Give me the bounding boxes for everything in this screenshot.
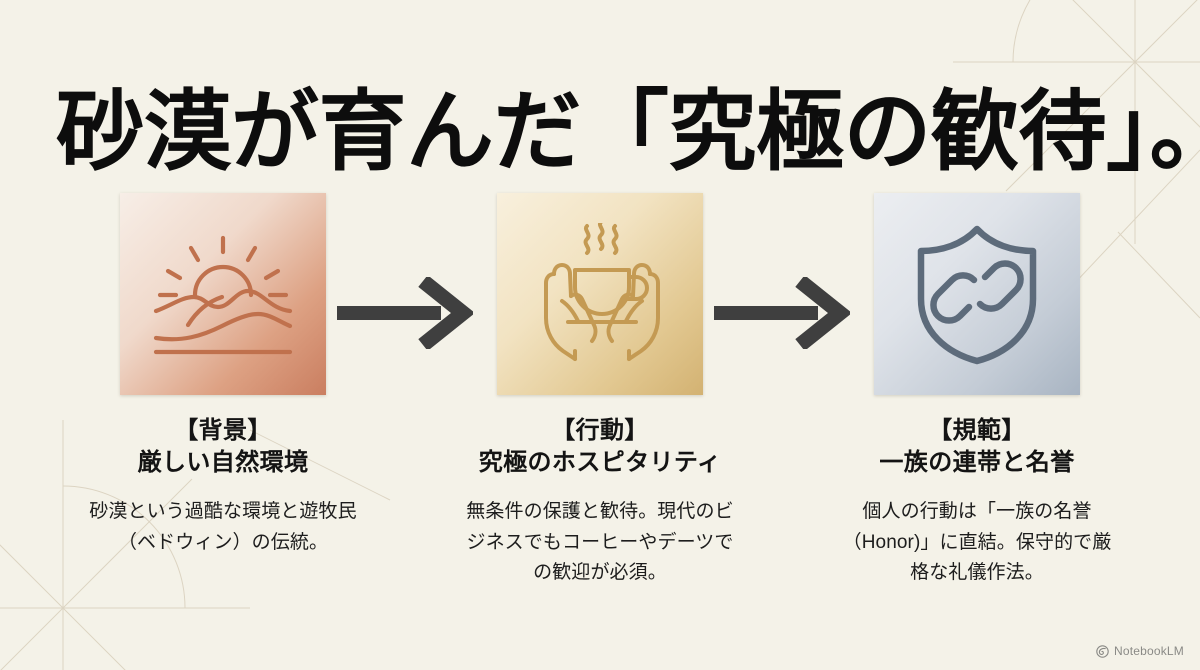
step-caption: 【背景】 厳しい自然環境 砂漠という過酷な環境と遊牧民（ベドウィン）の伝統。 xyxy=(73,415,373,558)
notebooklm-spiral-icon xyxy=(1096,644,1109,658)
shield-chain-link-icon xyxy=(874,193,1080,395)
step-caption: 【規範】 一族の連帯と名誉 個人の行動は「一族の名誉（Honor)」に直結。保守… xyxy=(827,415,1127,589)
arrow-right-icon xyxy=(714,275,853,351)
step-card-background xyxy=(497,193,703,395)
desert-sunrise-icon xyxy=(120,193,326,395)
notebooklm-watermark: NotebookLM xyxy=(1096,644,1184,658)
flow-diagram xyxy=(0,180,1200,410)
step-headline: 厳しい自然環境 xyxy=(137,448,309,476)
step-caption: 【行動】 究極のホスピタリティ 無条件の保護と歓待。現代のビジネスでもコーヒーや… xyxy=(450,415,750,589)
page-title: 砂漠が育んだ「究極の歓待」。 xyxy=(56,84,1200,182)
arrow-right-icon xyxy=(337,275,476,351)
step-kicker: 【行動】 xyxy=(551,417,649,444)
hands-holding-coffee-cup-icon xyxy=(497,193,703,395)
step-body: 砂漠という過酷な環境と遊牧民（ベドウィン）の伝統。 xyxy=(89,500,357,553)
step-headline: 究極のホスピタリティ xyxy=(478,448,722,476)
step-card-background xyxy=(120,193,326,395)
step-body: 無条件の保護と歓待。現代のビジネスでもコーヒーやデーツでの歓迎が必須。 xyxy=(466,500,734,584)
step-body: 個人の行動は「一族の名誉（Honor)」に直結。保守的で厳格な礼儀作法。 xyxy=(842,500,1112,584)
step-kicker: 【背景】 xyxy=(174,417,272,444)
step-card-background xyxy=(874,193,1080,395)
step-headline: 一族の連帯と名誉 xyxy=(879,448,1075,476)
notebooklm-label: NotebookLM xyxy=(1113,644,1184,658)
step-kicker: 【規範】 xyxy=(928,417,1026,444)
